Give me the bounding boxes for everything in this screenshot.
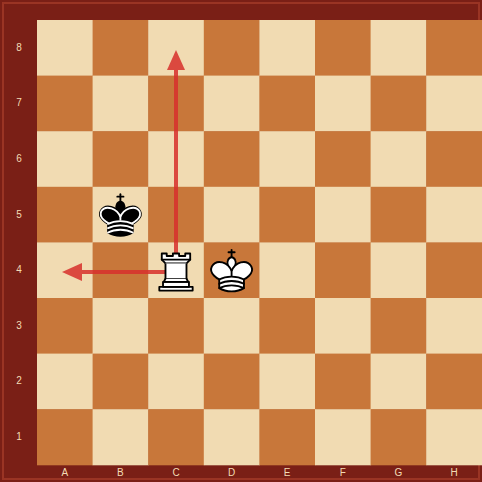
board-square xyxy=(315,20,371,76)
arrow-line xyxy=(80,270,170,274)
file-label: E xyxy=(284,467,291,479)
arrow-head xyxy=(167,50,185,70)
board-square xyxy=(148,354,204,410)
board-square xyxy=(204,242,260,298)
rank-label: 7 xyxy=(16,97,22,109)
board-square xyxy=(426,298,482,354)
rank-label: 3 xyxy=(16,320,22,332)
arrow-head xyxy=(62,263,82,281)
board-square xyxy=(259,131,315,187)
board-square xyxy=(426,20,482,76)
board-square xyxy=(37,131,93,187)
file-label: F xyxy=(340,467,346,479)
board-square xyxy=(93,20,149,76)
rank-label: 4 xyxy=(16,264,22,276)
board-square xyxy=(93,409,149,465)
file-label: G xyxy=(395,467,403,479)
board-square xyxy=(371,409,427,465)
board-square xyxy=(315,131,371,187)
board-square xyxy=(315,242,371,298)
board-square xyxy=(259,409,315,465)
frame-border xyxy=(3,3,479,479)
board-square xyxy=(371,187,427,243)
board-square xyxy=(37,76,93,132)
board-square xyxy=(148,298,204,354)
board-square xyxy=(315,409,371,465)
file-label: D xyxy=(228,467,235,479)
board-square xyxy=(93,187,149,243)
rank-label: 5 xyxy=(16,209,22,221)
board-squares xyxy=(37,20,482,465)
move-arrows xyxy=(62,50,185,281)
file-label: A xyxy=(61,467,68,479)
arrow-line xyxy=(174,68,178,262)
board-square xyxy=(148,20,204,76)
board-square xyxy=(93,131,149,187)
board-square xyxy=(259,20,315,76)
board-square xyxy=(259,242,315,298)
board-square xyxy=(204,409,260,465)
black-king xyxy=(100,194,141,236)
board-square xyxy=(371,76,427,132)
board-square xyxy=(315,187,371,243)
board-square xyxy=(426,187,482,243)
board-square xyxy=(315,298,371,354)
board-square xyxy=(37,409,93,465)
board-square xyxy=(371,354,427,410)
board-square xyxy=(204,354,260,410)
board-square xyxy=(37,354,93,410)
board-square xyxy=(93,298,149,354)
board-square xyxy=(259,354,315,410)
board-square xyxy=(426,76,482,132)
board-square xyxy=(426,409,482,465)
board-square xyxy=(426,354,482,410)
board-square xyxy=(315,76,371,132)
rank-label: 2 xyxy=(16,375,22,387)
board-square xyxy=(371,131,427,187)
board-square xyxy=(93,354,149,410)
white-king xyxy=(211,250,252,292)
board-square xyxy=(37,298,93,354)
board-square xyxy=(37,20,93,76)
board-square xyxy=(259,187,315,243)
rank-label: 6 xyxy=(16,153,22,165)
board-square xyxy=(204,76,260,132)
board-square xyxy=(93,76,149,132)
board-square xyxy=(204,187,260,243)
board-square xyxy=(315,354,371,410)
board-square xyxy=(204,298,260,354)
board-square xyxy=(204,131,260,187)
rank-label: 1 xyxy=(16,431,22,443)
board-square xyxy=(259,298,315,354)
board-square xyxy=(426,131,482,187)
board-square xyxy=(204,20,260,76)
board-square xyxy=(371,298,427,354)
board-square xyxy=(371,20,427,76)
board-square xyxy=(426,242,482,298)
rank-label: 8 xyxy=(16,42,22,54)
file-label: B xyxy=(117,467,124,479)
board-square xyxy=(37,187,93,243)
file-label: H xyxy=(450,467,457,479)
board-square xyxy=(259,76,315,132)
board-square xyxy=(371,242,427,298)
file-label: C xyxy=(172,467,179,479)
white-rook xyxy=(159,254,192,291)
board-square xyxy=(148,409,204,465)
